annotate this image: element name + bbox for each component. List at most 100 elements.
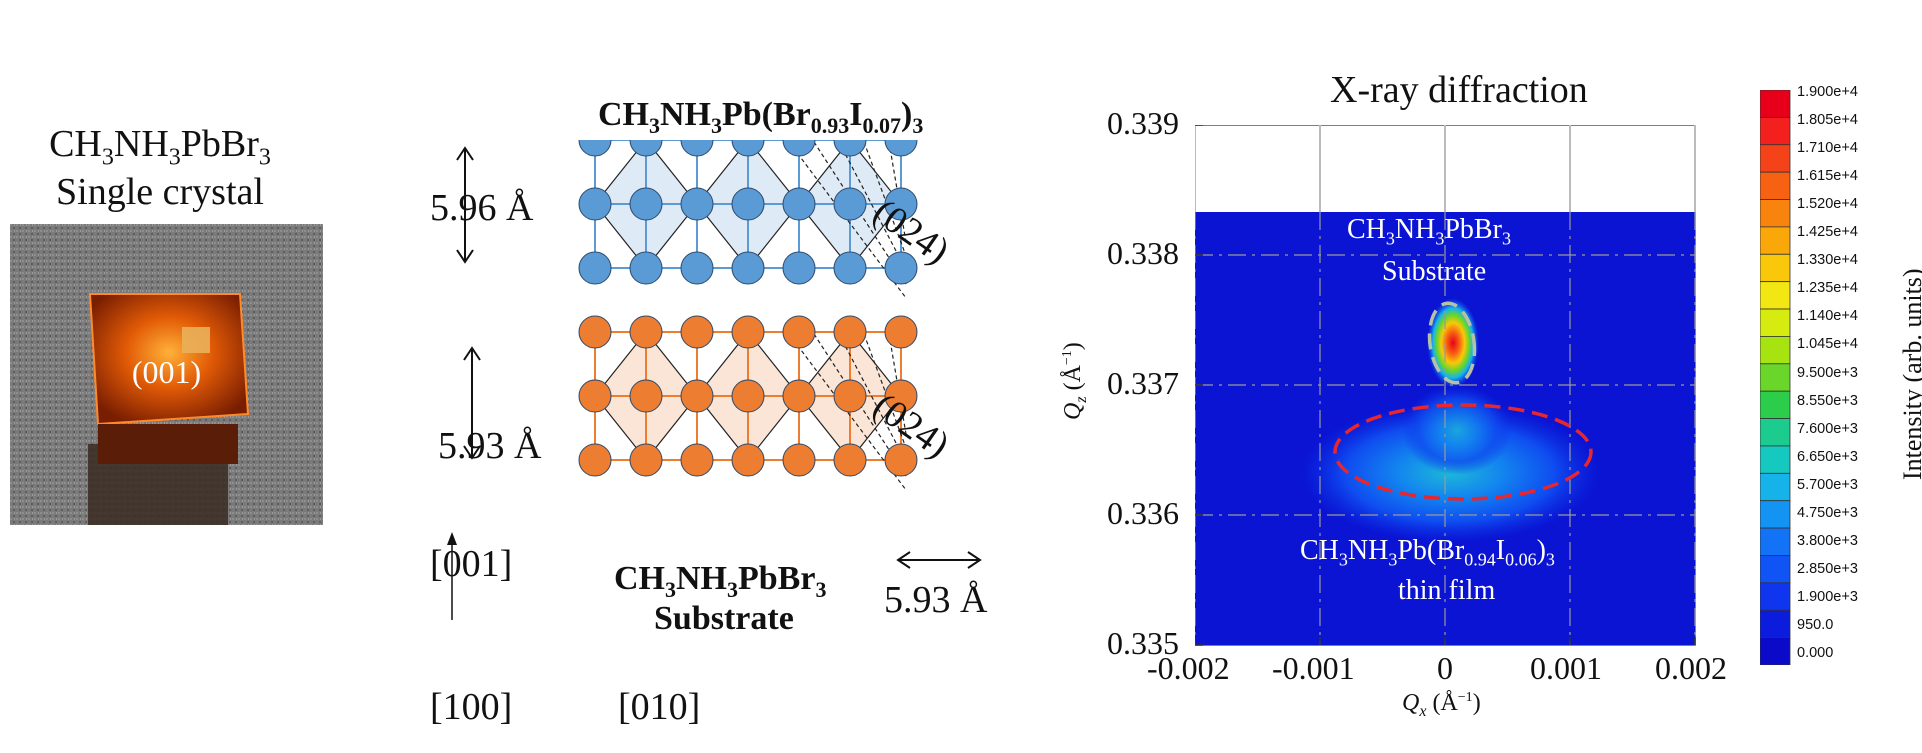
bottom-atom bbox=[884, 443, 918, 477]
colorbar-cell bbox=[1760, 226, 1791, 255]
top-atom bbox=[782, 187, 816, 221]
top-atom bbox=[833, 187, 867, 221]
colorbar-tick-label: 1.520e+4 bbox=[1797, 196, 1858, 213]
bottom-atom bbox=[884, 379, 918, 413]
bottom-atom bbox=[833, 315, 867, 349]
top-atom bbox=[680, 251, 714, 285]
colorbar-tick-label: 8.550e+3 bbox=[1797, 392, 1858, 409]
bottom-plane-line bbox=[863, 333, 907, 449]
colorbar-cell bbox=[1760, 582, 1791, 611]
y-tick-label: 0.339 bbox=[1107, 105, 1179, 141]
top-atom bbox=[833, 251, 867, 285]
colorbar-tick-label: 7.600e+3 bbox=[1797, 420, 1858, 437]
bottom-atom bbox=[833, 379, 867, 413]
top-atom bbox=[731, 140, 765, 157]
top-atom bbox=[782, 251, 816, 285]
colorbar-tick-label: 1.710e+4 bbox=[1797, 140, 1858, 157]
bottom-atom bbox=[833, 443, 867, 477]
colorbar-tick-label: 1.140e+4 bbox=[1797, 308, 1858, 325]
y-tick-label: 0.336 bbox=[1107, 495, 1179, 531]
crystal-photo: (001) bbox=[10, 224, 323, 525]
bottom-atom bbox=[578, 443, 612, 477]
xrd-plot bbox=[1195, 125, 1696, 646]
colorbar-cell bbox=[1760, 281, 1791, 310]
chart-title: X-ray diffraction bbox=[1330, 69, 1588, 111]
top-atom bbox=[731, 251, 765, 285]
horizontal-spacing-label: 5.93 Å bbox=[884, 579, 988, 621]
bottom-plane-line bbox=[838, 333, 907, 463]
colorbar-label: Intensity (arb. units) bbox=[1898, 268, 1922, 480]
x-tick-label: -0.001 bbox=[1272, 650, 1355, 686]
bottom-atom bbox=[578, 315, 612, 349]
colorbar-tick-label: 6.650e+3 bbox=[1797, 448, 1858, 465]
colorbar-tick-label: 3.800e+3 bbox=[1797, 532, 1858, 549]
bottom-atom bbox=[782, 443, 816, 477]
photo-subtitle: Single crystal bbox=[56, 171, 264, 213]
top-atom bbox=[629, 251, 663, 285]
colorbar-tick-label: 4.750e+3 bbox=[1797, 504, 1858, 521]
y-tick-label: 0.338 bbox=[1107, 235, 1179, 271]
photo-title-line1: CH3NH3PbBr3 bbox=[49, 123, 271, 171]
top-atom bbox=[884, 251, 918, 285]
colorbar-cell bbox=[1760, 472, 1791, 502]
colorbar-tick-label: 1.425e+4 bbox=[1797, 224, 1858, 241]
axis-label-010: [010] bbox=[618, 686, 701, 728]
colorbar-cell bbox=[1760, 609, 1791, 639]
colorbar-cell bbox=[1760, 637, 1791, 665]
colorbar-tick-label: 1.235e+4 bbox=[1797, 280, 1858, 297]
top-atom bbox=[578, 187, 612, 221]
x-tick-label: 0.001 bbox=[1530, 650, 1602, 686]
top-atom bbox=[578, 140, 612, 157]
bottom-spacing-label: 5.93 Å bbox=[438, 425, 542, 467]
colorbar-cell bbox=[1760, 144, 1791, 173]
colorbar-cell bbox=[1760, 116, 1791, 146]
bottom-atom bbox=[680, 443, 714, 477]
colorbar-tick-label: 1.900e+4 bbox=[1797, 84, 1858, 100]
colorbar-tick-label: 1.045e+4 bbox=[1797, 336, 1858, 353]
colorbar-tick-label: 0.000 bbox=[1797, 645, 1834, 661]
colorbar-cell bbox=[1760, 308, 1791, 337]
top-spacing-label: 5.96 Å bbox=[430, 187, 534, 229]
crystal-face-label: (001) bbox=[131, 354, 202, 390]
photo-title: CH3NH3PbBr3 bbox=[0, 122, 320, 180]
top-plane-line bbox=[838, 141, 907, 271]
top-atom bbox=[833, 140, 867, 157]
film-peak-marker bbox=[1333, 403, 1593, 501]
y-tick-label: 0.337 bbox=[1107, 365, 1179, 401]
bottom-atom bbox=[680, 379, 714, 413]
film-annotation-line1: CH3NH3Pb(Br0.94I0.06)3 bbox=[1300, 535, 1555, 570]
lattice-bottom-title: CH3NH3PbBr3 bbox=[614, 560, 827, 602]
top-atom bbox=[884, 187, 918, 221]
bottom-atom bbox=[629, 379, 663, 413]
top-atom bbox=[680, 140, 714, 157]
x-tick-label: 0 bbox=[1437, 650, 1453, 686]
bottom-atom bbox=[680, 315, 714, 349]
bottom-atom bbox=[731, 443, 765, 477]
substrate-annotation-line1: CH3NH3PbBr3 bbox=[1347, 214, 1511, 249]
colorbar-cell bbox=[1760, 336, 1791, 365]
x-axis-label: Qx (Å−1) bbox=[1402, 690, 1481, 720]
colorbar-cell bbox=[1760, 500, 1791, 529]
bottom-atom bbox=[731, 315, 765, 349]
top-atom bbox=[629, 140, 663, 157]
colorbar-cell bbox=[1760, 90, 1791, 118]
bottom-atom bbox=[782, 379, 816, 413]
colorbar-cell bbox=[1760, 199, 1791, 228]
lattice-bottom-subtitle: Substrate bbox=[654, 600, 794, 637]
y-tick-label: 0.335 bbox=[1107, 625, 1179, 661]
top-atom bbox=[884, 140, 918, 157]
colorbar-cell bbox=[1760, 445, 1791, 474]
axis-label-100: [100] bbox=[430, 686, 513, 728]
colorbar-cell bbox=[1760, 555, 1791, 584]
bottom-atom bbox=[578, 379, 612, 413]
top-atom bbox=[629, 187, 663, 221]
colorbar-cell bbox=[1760, 527, 1791, 556]
colorbar bbox=[1760, 90, 1791, 665]
colorbar-tick-label: 2.850e+3 bbox=[1797, 560, 1858, 577]
colorbar-cell bbox=[1760, 363, 1791, 392]
top-atom bbox=[731, 187, 765, 221]
colorbar-tick-label: 1.805e+4 bbox=[1797, 112, 1858, 129]
colorbar-cell bbox=[1760, 418, 1791, 447]
top-atom bbox=[680, 187, 714, 221]
x-tick-label: 0.002 bbox=[1655, 650, 1727, 686]
